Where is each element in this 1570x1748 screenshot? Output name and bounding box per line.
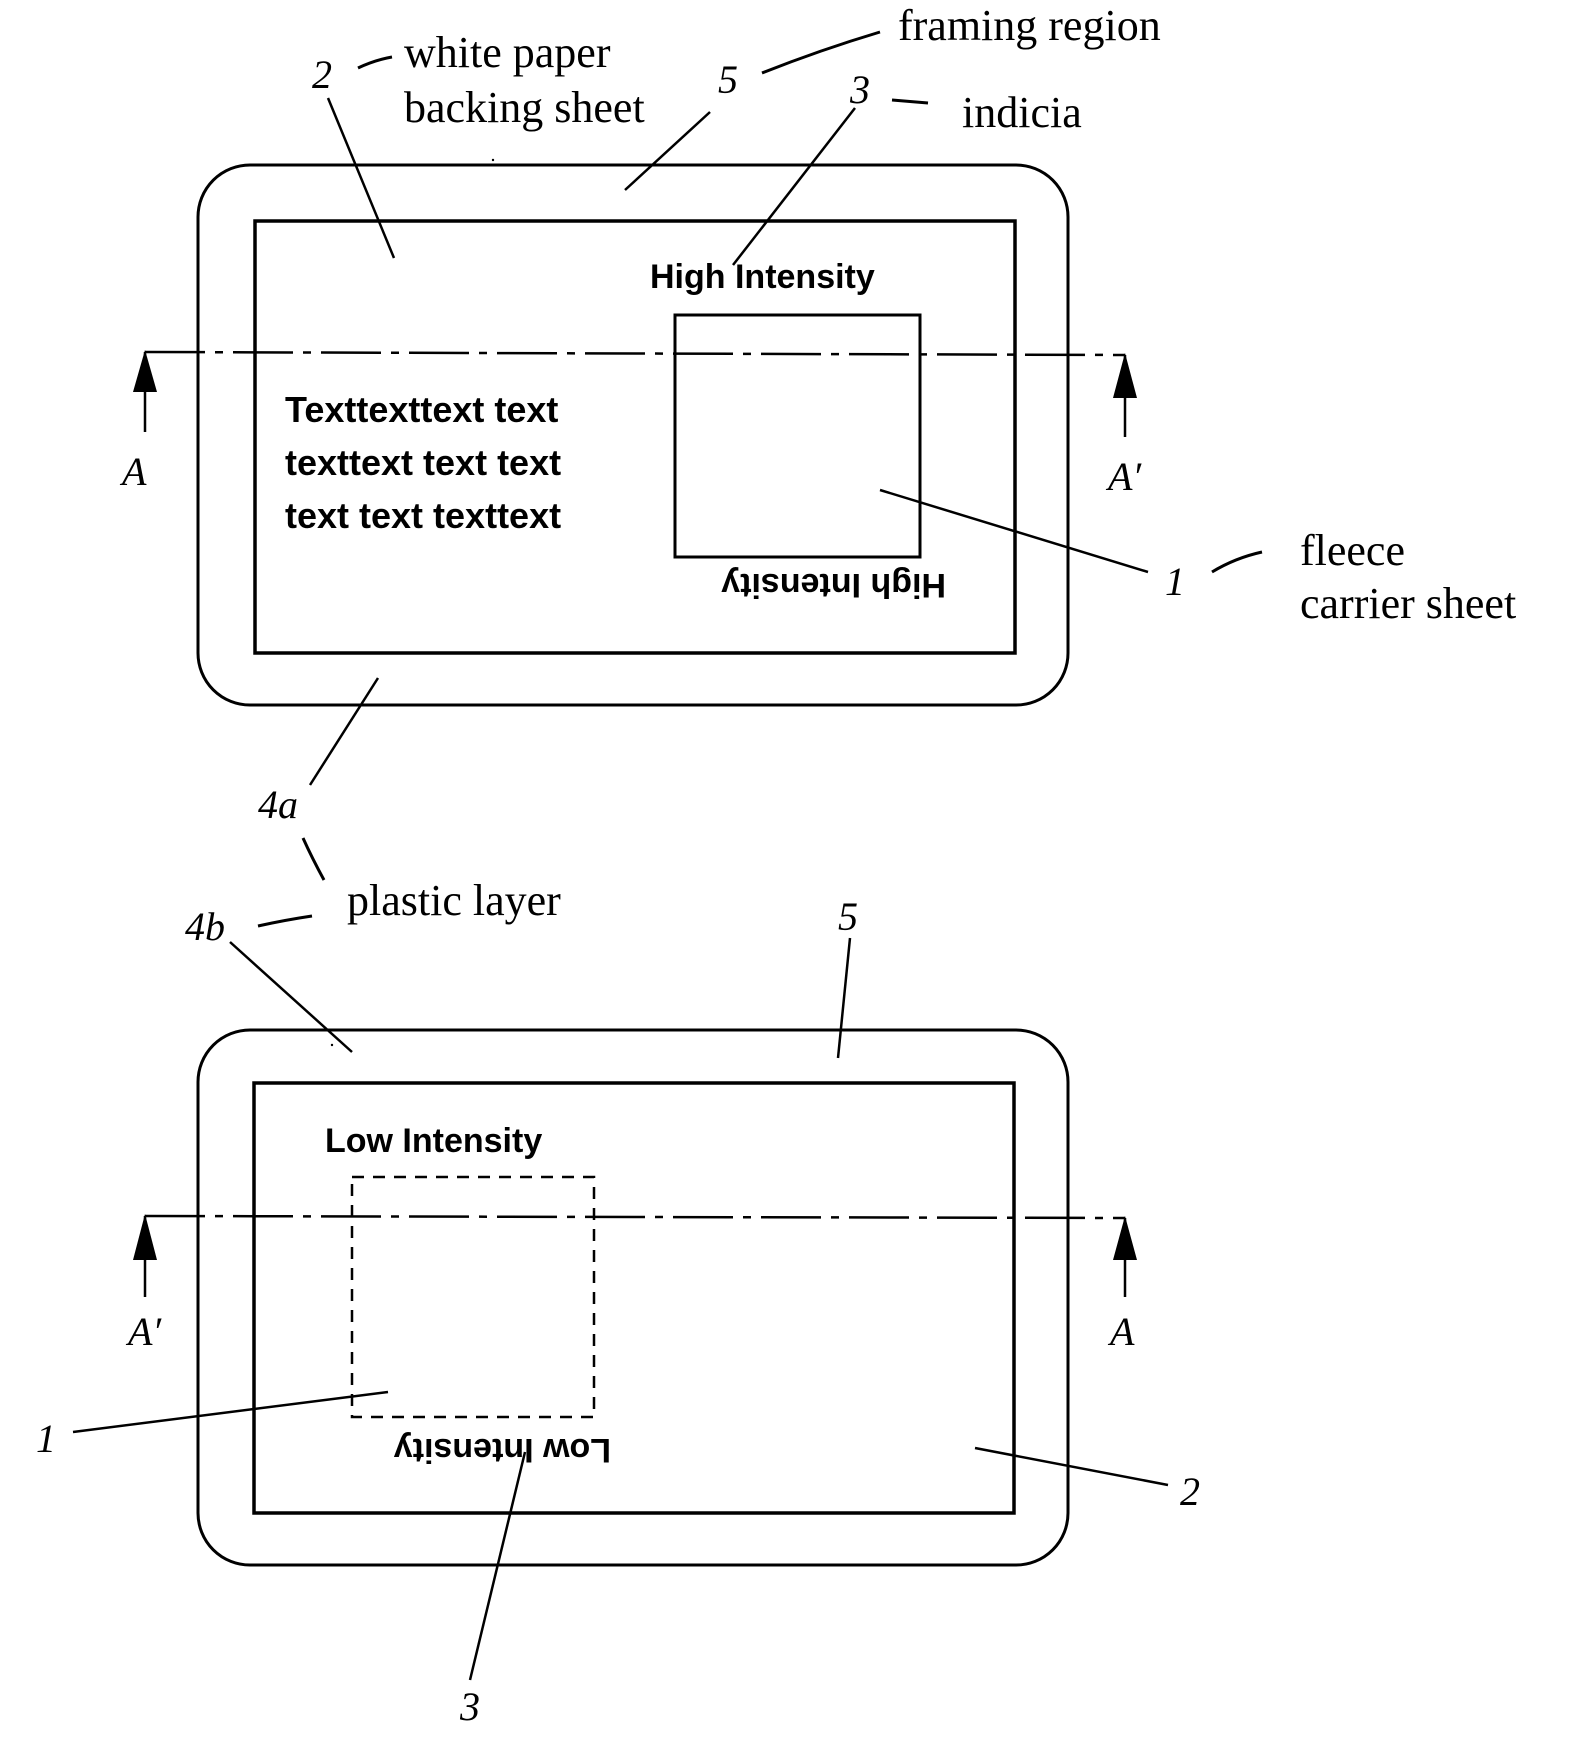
section-label-a-prime-right: A′ — [1105, 454, 1142, 499]
numeral-4a: 4a — [258, 782, 298, 827]
speck — [492, 159, 494, 161]
body-text-line-1: Texttexttext text — [285, 389, 558, 430]
plastic-layer-front-outline — [198, 165, 1068, 705]
callouts-back: 4b 5 1 3 2 — [36, 894, 1200, 1729]
card-back: Low Intensity Low Intensity A′ A — [125, 1030, 1137, 1565]
indicia-low-bottom: Low Intensity — [394, 1431, 611, 1469]
numeral-1-front: 1 — [1165, 559, 1185, 604]
leader-5-back — [838, 938, 850, 1058]
label-white-paper: white paper — [404, 28, 611, 77]
section-arrow-left-head — [133, 350, 157, 392]
label-fleece: fleece — [1300, 526, 1405, 575]
speck-2 — [331, 1044, 333, 1046]
leader-3-front — [733, 108, 855, 265]
section-label-a-right: A — [1107, 1309, 1135, 1354]
leader-1-back — [73, 1392, 388, 1432]
label-plastic-layer: plastic layer — [347, 876, 561, 925]
numeral-5-back: 5 — [838, 894, 858, 939]
tick-plastic-layer — [303, 838, 324, 880]
numeral-2-back: 2 — [1180, 1469, 1200, 1514]
numeral-4b: 4b — [185, 904, 225, 949]
fleece-carrier-window-back — [352, 1177, 594, 1417]
indicia-high-top: High Intensity — [650, 258, 875, 296]
section-arrow-right-head — [1113, 353, 1137, 398]
card-front: High Intensity High Intensity Texttextte… — [119, 165, 1142, 705]
tick-indicia — [892, 100, 928, 103]
section-label-a-prime-left: A′ — [125, 1309, 162, 1354]
numeral-2-front: 2 — [312, 52, 332, 97]
indicia-high-bottom: High Intensity — [721, 566, 946, 604]
numeral-3-back: 3 — [459, 1684, 480, 1729]
numeral-3-front: 3 — [849, 67, 870, 112]
label-indicia: indicia — [962, 88, 1082, 137]
section-arrow-back-right-head — [1113, 1216, 1137, 1260]
numeral-1-back: 1 — [36, 1416, 56, 1461]
label-backing-sheet: backing sheet — [404, 83, 645, 132]
leader-4b — [230, 942, 352, 1052]
tick-4b — [258, 916, 312, 926]
fleece-carrier-window-front — [675, 315, 920, 557]
leader-4a — [310, 678, 378, 785]
plastic-layer-back-outline — [198, 1030, 1068, 1565]
section-line-front — [145, 352, 1125, 355]
tick-fleece — [1212, 552, 1262, 572]
section-arrow-back-left-head — [133, 1214, 157, 1260]
section-line-back — [145, 1216, 1125, 1218]
leader-2-back — [975, 1448, 1168, 1485]
body-text-line-2: texttext text text — [285, 442, 561, 483]
label-carrier-sheet: carrier sheet — [1300, 579, 1516, 628]
tick-white-paper — [358, 57, 392, 68]
leader-2-front — [328, 98, 394, 258]
body-text-line-3: text text texttext — [285, 495, 561, 536]
section-label-a-left: A — [119, 449, 147, 494]
numeral-5-front: 5 — [718, 57, 738, 102]
label-framing-region: framing region — [898, 1, 1161, 50]
indicia-low-top: Low Intensity — [325, 1122, 542, 1160]
